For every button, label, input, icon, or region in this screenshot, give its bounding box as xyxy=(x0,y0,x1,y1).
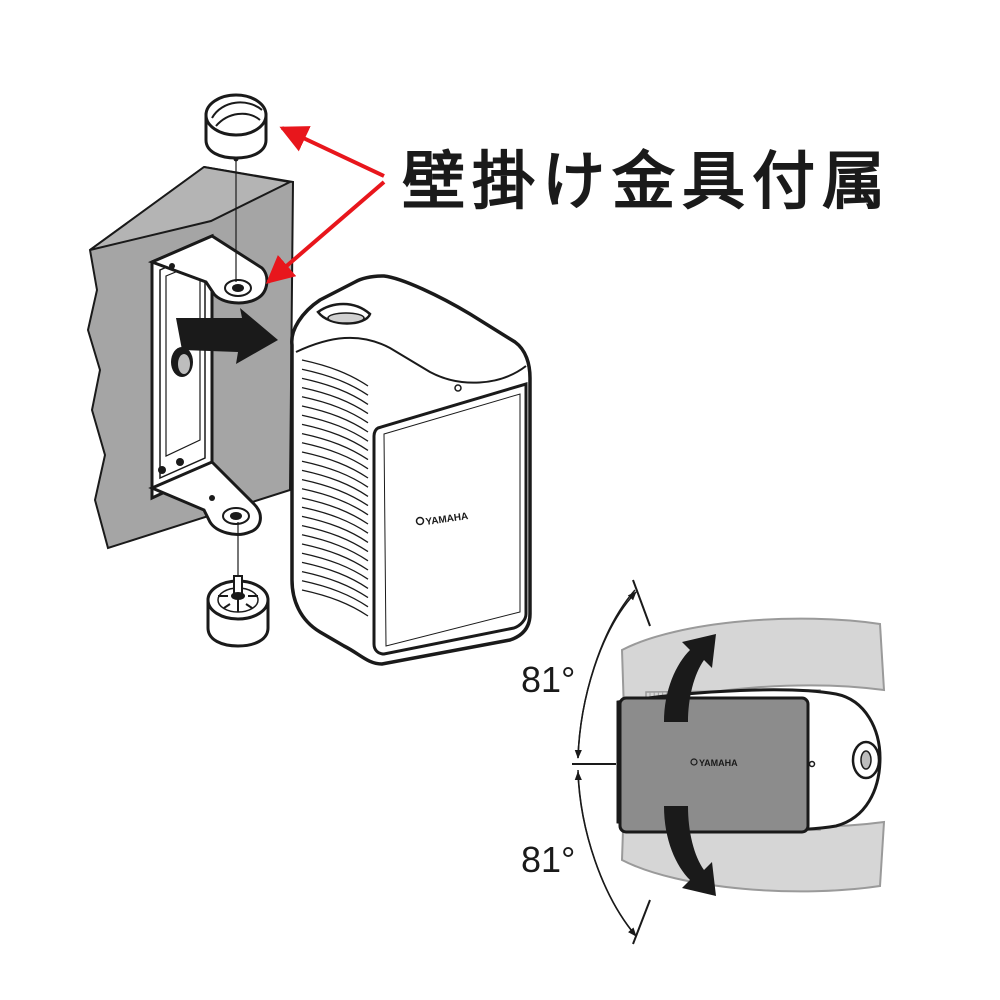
tilt-grille xyxy=(618,696,810,834)
vent-line xyxy=(301,451,369,479)
vent-line xyxy=(301,386,369,415)
lower-knob xyxy=(206,575,270,648)
tilt-view-logo: YAMAHA xyxy=(690,758,738,768)
speaker-side-vents xyxy=(301,359,369,617)
vent-line xyxy=(301,580,369,608)
vent-line xyxy=(301,469,369,497)
headline-bracket-included: 壁掛け金具付属 xyxy=(402,145,892,218)
vent-line xyxy=(301,552,369,580)
vent-line xyxy=(301,368,369,396)
vent-line xyxy=(301,396,369,424)
vent-line xyxy=(301,515,369,543)
vent-line xyxy=(301,589,369,617)
vent-line xyxy=(301,377,369,405)
vent-line xyxy=(301,359,369,387)
wall-bracket xyxy=(147,233,269,536)
insert-arrow xyxy=(176,308,278,364)
upper-knob xyxy=(204,93,268,162)
vent-line xyxy=(301,506,369,534)
angle-label-up: 81° xyxy=(521,659,576,700)
speaker-main: YAMAHA xyxy=(290,274,532,666)
angle-dimensions xyxy=(572,579,651,945)
vent-line xyxy=(301,478,369,507)
vent-line xyxy=(301,405,369,433)
vent-line xyxy=(301,488,369,516)
vent-line xyxy=(301,524,369,553)
speaker-tilt-view: YAMAHA xyxy=(616,617,886,896)
vent-line xyxy=(301,570,369,599)
vent-line xyxy=(301,534,369,562)
callout-arrows xyxy=(265,126,386,284)
svg-text:YAMAHA: YAMAHA xyxy=(699,758,738,768)
angle-label-down: 81° xyxy=(521,839,576,880)
vent-line xyxy=(301,432,369,461)
vent-line xyxy=(301,414,369,442)
tilt-up-arrow xyxy=(664,634,716,722)
vent-line xyxy=(301,423,369,451)
vent-line xyxy=(301,561,369,589)
vent-line xyxy=(301,460,369,488)
vent-line xyxy=(301,497,369,525)
tilt-down-arrow xyxy=(664,806,716,896)
vent-line xyxy=(301,442,369,470)
vent-line xyxy=(301,543,369,571)
